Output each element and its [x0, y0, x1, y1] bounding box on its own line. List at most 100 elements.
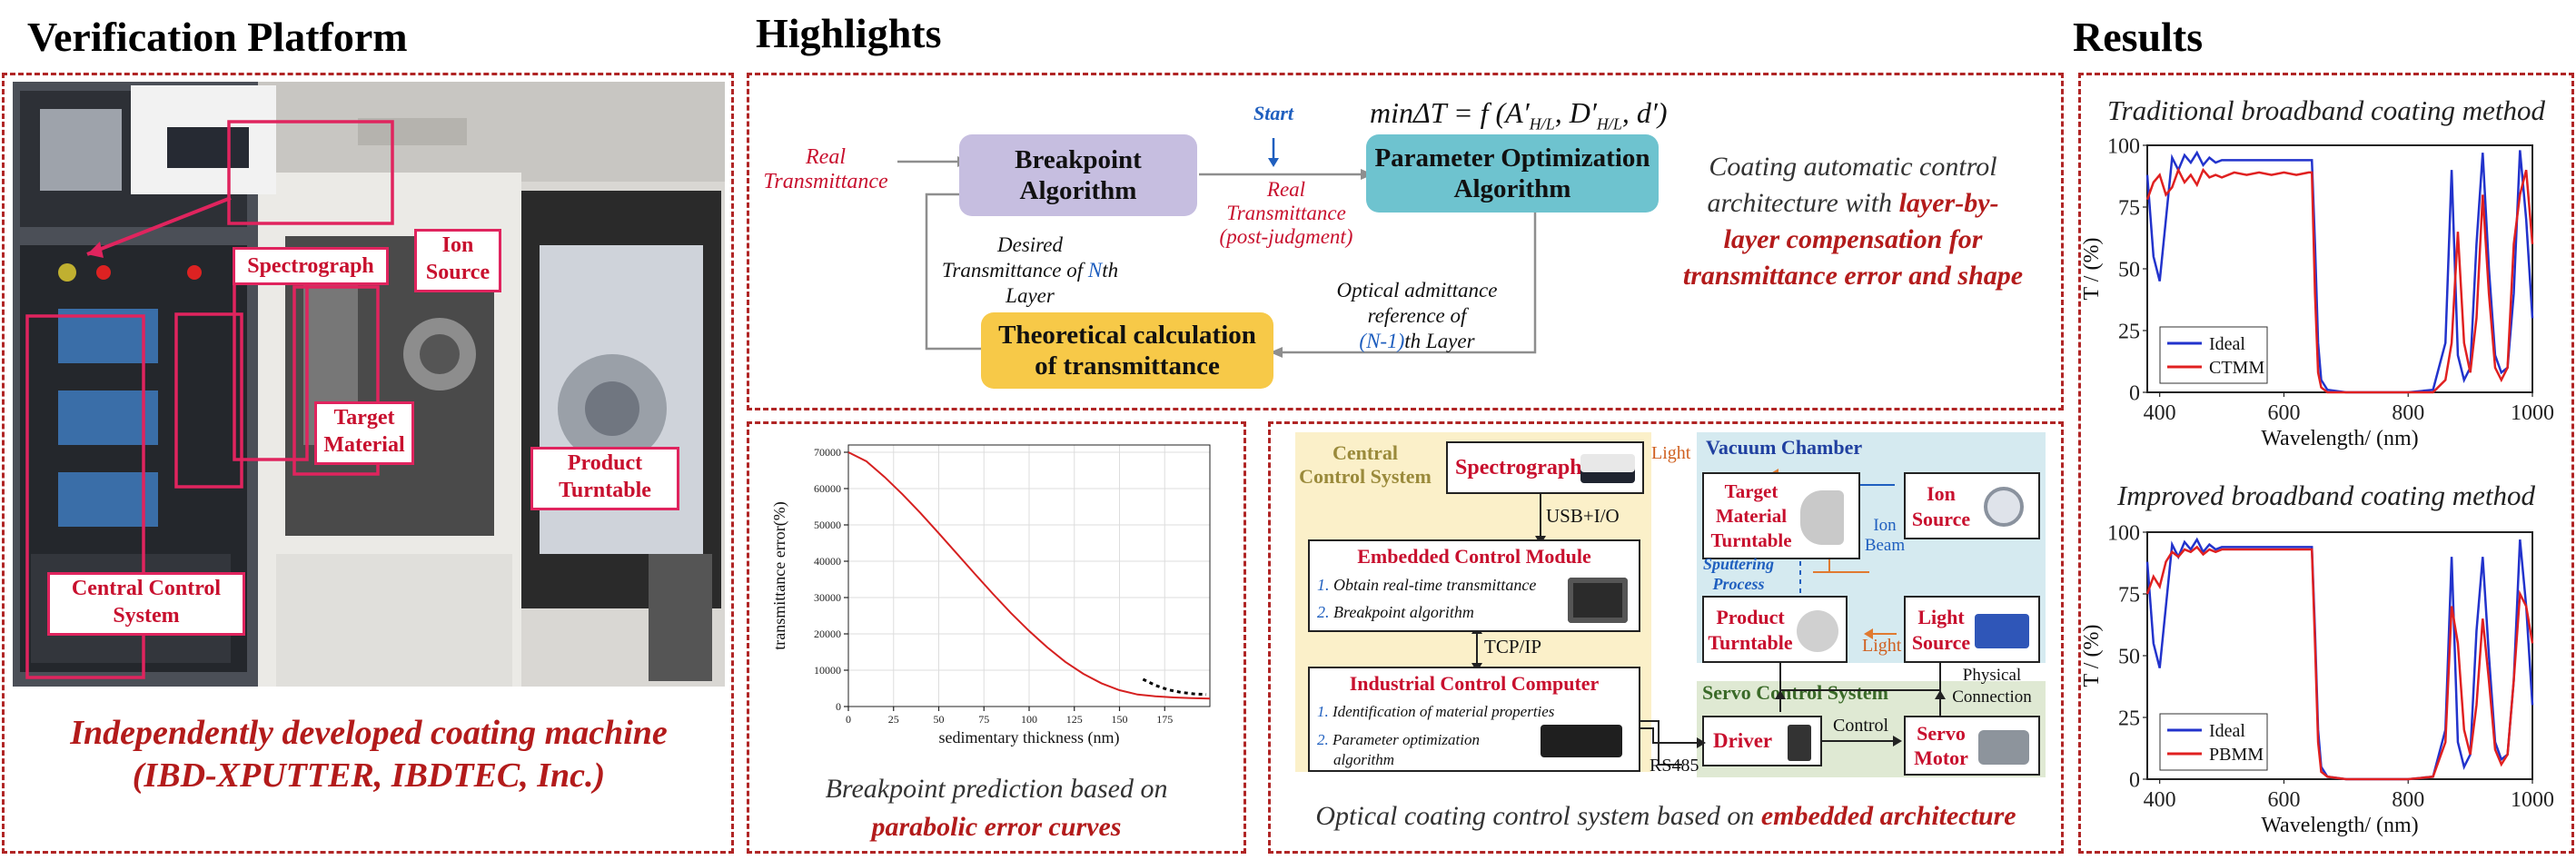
sputter-line2: Process	[1712, 575, 1765, 593]
verification-heading: Verification Platform	[27, 14, 408, 60]
ion-source-icon	[1984, 487, 2024, 527]
y-tick-label: 100	[2107, 134, 2140, 158]
desc-line1: Coating automatic control	[1709, 152, 1997, 182]
product-line1: Product	[1716, 606, 1785, 628]
product-highlight	[292, 285, 380, 476]
x-tick-label: 400	[2144, 788, 2176, 812]
target-turntable-label: Target Material Turntable	[1709, 479, 1793, 553]
emb-num2: 2.	[1317, 603, 1330, 621]
servo-motor-icon	[1978, 730, 2029, 765]
control-system-caption: Optical coating control system based on …	[1268, 801, 2064, 832]
ind-num2: 2.	[1317, 731, 1329, 748]
flow-panel	[747, 73, 2064, 410]
ion-beam-label: Ion Beam	[1862, 516, 1907, 556]
embedded-title: Embedded Control Module	[1357, 545, 1591, 568]
optical-line3-b: th Layer	[1404, 330, 1475, 352]
target-material-icon	[1800, 490, 1844, 545]
product-tag-line1: Product	[567, 451, 643, 475]
results-panel	[2078, 73, 2574, 854]
y-tick-label: 0	[2129, 768, 2140, 792]
desc-line2-b: layer-by-	[1898, 188, 1999, 218]
desc-line4: transmittance error and shape	[1682, 261, 2024, 291]
product-turntable-label: Product Turntable	[1708, 605, 1793, 656]
central-tag-line2: System	[113, 604, 180, 628]
y-tick-label: 25	[2118, 320, 2140, 343]
servo-line1: Servo	[1917, 722, 1966, 745]
real-transmittance-input: Real Transmittance	[758, 145, 894, 194]
desired-line2-a: Transmittance of	[941, 259, 1088, 282]
light-source-label: Light Source	[1909, 605, 1973, 656]
vacuum-chamber-label: Vacuum Chamber	[1706, 436, 1863, 459]
emb-num1: 1.	[1317, 576, 1330, 594]
central-control-label: Central Control System	[1297, 441, 1433, 489]
breakpoint-panel	[747, 421, 1246, 854]
x-tick-label: 400	[2144, 401, 2176, 425]
y-tick-label: 100	[2107, 521, 2140, 545]
x-axis-label: Wavelength/ (nm)	[2261, 427, 2418, 450]
breakpoint-node-line1: Breakpoint	[1015, 145, 1142, 174]
machine-caption-line1: Independently developed coating machine	[70, 714, 668, 752]
usb-io-label: USB+I/O	[1546, 505, 1620, 527]
control-signal-label: Control	[1833, 716, 1889, 736]
target-turntable-box: Target Material Turntable	[1702, 472, 1860, 559]
industrial-computer-box: Industrial Control Computer 1. Identific…	[1308, 667, 1640, 772]
desired-line2: Transmittance of Nth	[921, 258, 1139, 283]
y-tick-label: 30000	[814, 591, 841, 604]
y-tick-label: 70000	[814, 446, 841, 459]
x-axis-label: sedimentary thickness (nm)	[939, 728, 1120, 747]
legend-box	[2159, 326, 2268, 384]
desired-transmittance-label: Desired Transmittance of Nth Layer	[921, 232, 1139, 309]
theoretical-calculation-node: Theoretical calculation of transmittance	[981, 312, 1273, 389]
ion-beam-line1: Ion	[1873, 516, 1897, 535]
desc-line2: architecture with layer-by-	[1653, 185, 2053, 222]
formula-mid: , D′	[1554, 96, 1597, 129]
target-tag-line2: Material	[323, 433, 405, 457]
series-line-pbmm	[2145, 545, 2534, 781]
real-t-line1: Real	[806, 145, 846, 169]
y-tick-label: 75	[2118, 196, 2140, 220]
architecture-description: Coating automatic control architecture w…	[1653, 149, 2053, 294]
physical-line2: Connection	[1952, 687, 2032, 707]
central-label-line1: Central	[1332, 441, 1399, 464]
series-line-series-2	[1142, 677, 1207, 697]
legend-label-pbmm: PBMM	[2209, 745, 2264, 765]
servo-line2: Motor	[1914, 746, 1968, 769]
y-tick-label: 50000	[814, 519, 841, 531]
industrial-item1: 1. Identification of material properties	[1317, 703, 1554, 721]
y-tick-label: 50	[2118, 258, 2140, 282]
breakpoint-caption-line2: parabolic error curves	[871, 812, 1122, 842]
x-tick-label: 150	[1112, 713, 1128, 726]
rs485-connector	[1640, 727, 1706, 748]
optical-admittance-label: Optical admittance reference of (N-1)th …	[1308, 278, 1526, 354]
product-turntable-box: Product Turntable	[1702, 596, 1848, 663]
ion-beam-line2: Beam	[1864, 536, 1906, 555]
industrial-title: Industrial Control Computer	[1349, 672, 1600, 695]
ion-source-tag: Ion Source	[414, 229, 501, 292]
central-control-highlight	[25, 314, 145, 679]
physical-connection-label: Physical Connection	[1938, 665, 2046, 708]
desc-line3: layer compensation for	[1723, 224, 1983, 254]
product-turntable-icon	[1797, 610, 1838, 652]
embedded-item2: 2. Breakpoint algorithm	[1317, 603, 1474, 622]
formula-main: minΔT = f (A′	[1370, 96, 1530, 129]
rs485-label: RS485	[1650, 756, 1699, 776]
real-post-line3: (post-judgment)	[1219, 225, 1353, 248]
legend-box	[2159, 713, 2268, 771]
central-tag-line1: Central Control	[71, 577, 222, 600]
light-source-box: Light Source	[1904, 596, 2040, 663]
y-tick-label: 0	[2129, 381, 2140, 405]
results-heading: Results	[2073, 14, 2204, 60]
y-axis-label: T / (%)	[2080, 625, 2104, 687]
x-axis-label: Wavelength/ (nm)	[2261, 814, 2418, 837]
physical-line1: Physical	[1962, 666, 2022, 685]
highlights-heading: Highlights	[756, 10, 942, 56]
y-tick-label: 0	[836, 700, 841, 713]
target-material-tag: Target Material	[314, 401, 414, 465]
target-line2: Material	[1715, 505, 1788, 527]
emb-text1: Obtain real-time transmittance	[1333, 576, 1537, 594]
machine-caption-line2: (IBD-XPUTTER, IBDTEC, Inc.)	[132, 756, 606, 795]
x-tick-label: 600	[2267, 788, 2300, 812]
start-label: Start	[1253, 102, 1294, 124]
series-line-series-1	[847, 451, 1211, 700]
